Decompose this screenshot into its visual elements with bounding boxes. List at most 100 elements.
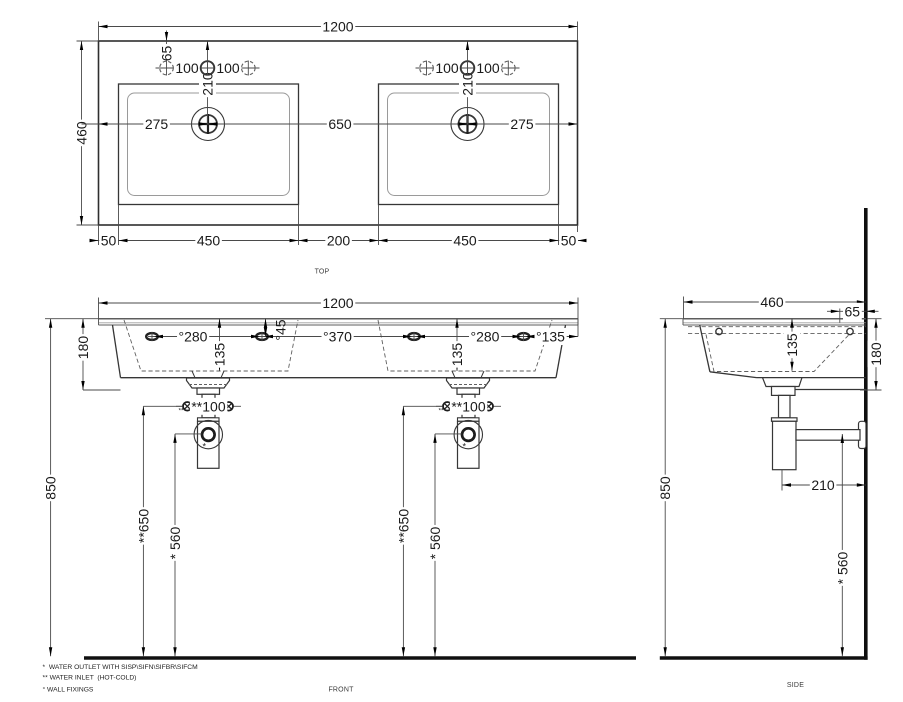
trap-outlet-outer xyxy=(193,419,224,450)
dim-text-mask xyxy=(211,341,228,368)
dim-front-fixing-top-offset: °45 xyxy=(263,318,289,341)
bowl2-inner-top xyxy=(387,92,550,196)
outlet-marker: * xyxy=(463,442,467,452)
dim-text-mask xyxy=(426,524,444,561)
dim-label: 50 xyxy=(101,233,117,249)
countertop-side xyxy=(682,317,866,326)
dim-top-tap-offset: 65 xyxy=(158,30,175,63)
dim-text-mask xyxy=(195,232,222,249)
trap-outlet-outer xyxy=(453,419,484,450)
dim-text-mask xyxy=(833,549,851,586)
dim-side-height: 850 xyxy=(656,318,683,657)
drain-assembly-side xyxy=(761,377,867,471)
dim-label: °280 xyxy=(471,329,500,345)
dim-text-mask xyxy=(867,340,885,368)
trap-outlet xyxy=(200,426,216,443)
outlet-pipe xyxy=(795,429,861,441)
dim-label: 180 xyxy=(75,336,91,360)
dim-text-mask xyxy=(394,507,412,545)
dim-label: 850 xyxy=(657,476,673,500)
dim-front-basin-height: 180 xyxy=(74,318,121,391)
dim-side-tap-offset: 65 xyxy=(827,302,879,323)
dim-label: °370 xyxy=(323,329,352,345)
dim-text-mask xyxy=(199,70,216,98)
dim-text-mask xyxy=(758,293,786,311)
dim-front-bowl-depth-2: 135 xyxy=(448,318,466,371)
dim-label: 1200 xyxy=(322,295,353,311)
dim-text-mask xyxy=(158,44,175,63)
fixing-hole-side-2 xyxy=(846,327,854,336)
dim-label: * 560 xyxy=(167,526,183,559)
view-label-top: TOP xyxy=(315,269,330,276)
inlet-marker: ** xyxy=(179,408,185,415)
dim-label: 65 xyxy=(159,46,175,62)
dim-label: 1200 xyxy=(322,19,353,35)
dim-label: 850 xyxy=(43,476,59,500)
dim-front-outlet-height-2: * 560 xyxy=(426,433,462,657)
dim-label: 200 xyxy=(327,233,351,249)
drain-assembly-2-front: * xyxy=(445,377,491,469)
dim-label: 135 xyxy=(212,343,228,367)
note-water-inlet: ** WATER INLET (HOT-COLD) xyxy=(43,675,137,682)
dim-text-mask xyxy=(451,232,479,249)
dim-label: 100 xyxy=(435,60,459,76)
drain-assembly-1-front: * xyxy=(185,377,231,469)
dim-label: **650 xyxy=(135,509,151,543)
tap-hole-optional-left xyxy=(159,60,174,76)
bowl2-outer-top xyxy=(377,83,560,206)
note-water-outlet: * WATER OUTLET WITH SISP\SIFN\SIFBR\SIFC… xyxy=(43,664,199,671)
drain-flange xyxy=(445,377,491,389)
dim-text-mask xyxy=(449,397,488,415)
dim-label: 450 xyxy=(453,233,477,249)
dim-label: 135 xyxy=(449,343,465,367)
dim-text-mask xyxy=(559,232,578,249)
dim-label: 275 xyxy=(145,116,169,132)
dim-side-basin-height: 180 xyxy=(860,318,885,391)
dim-text-mask xyxy=(99,232,118,249)
tap-holes-bowl1 xyxy=(159,60,256,76)
dim-text-mask xyxy=(321,328,354,345)
dim-label: **100 xyxy=(451,398,485,414)
view-label-front: FRONT xyxy=(328,686,354,693)
dim-text-mask xyxy=(73,119,90,147)
dim-label: **100 xyxy=(191,398,225,414)
tap-hole-optional-right xyxy=(240,60,256,76)
bowl1-outer-top xyxy=(117,83,300,206)
dim-label: 100 xyxy=(476,60,500,76)
dim-label: **650 xyxy=(395,509,411,543)
dim-text-mask xyxy=(189,397,228,415)
dim-text-mask xyxy=(74,334,92,361)
bowl1-hidden-front xyxy=(123,319,299,378)
dim-text-mask xyxy=(166,524,184,561)
dim-text-mask xyxy=(783,331,801,359)
dim-text-mask xyxy=(656,474,674,502)
dim-label: 135 xyxy=(784,333,800,357)
bowl1-inner-top xyxy=(127,92,290,196)
note-wall-fixings: ° WALL FIXINGS xyxy=(43,686,94,694)
dim-text-mask xyxy=(143,115,170,133)
trap-body xyxy=(771,420,797,471)
side-view: 460 65 180 135 xyxy=(656,208,885,689)
dim-label: 275 xyxy=(510,116,534,132)
countertop-outline-top xyxy=(97,40,579,226)
dim-text-mask xyxy=(809,476,837,494)
dim-label: 460 xyxy=(74,121,90,145)
locknut xyxy=(456,387,481,395)
drain-flange xyxy=(185,377,231,389)
dim-side-outlet-height: * 560 xyxy=(833,434,851,657)
locknut xyxy=(770,385,796,396)
dim-text-mask xyxy=(326,115,354,133)
dim-label: 100 xyxy=(216,60,240,76)
dim-label: °280 xyxy=(179,329,208,345)
tailpipe xyxy=(777,394,791,419)
trap-outlet xyxy=(460,426,476,443)
tap-hole-optional-left xyxy=(419,60,434,76)
dim-text-mask xyxy=(534,328,567,345)
dim-label: 210 xyxy=(460,72,476,96)
dim-label: 180 xyxy=(868,342,884,366)
dim-side-trap-wall-distance: 210 xyxy=(781,469,866,494)
dim-top-drain-centers: 275 650 275 xyxy=(81,115,578,133)
dim-label: 460 xyxy=(760,294,784,310)
dim-side-overall-depth: 460 xyxy=(683,293,866,319)
